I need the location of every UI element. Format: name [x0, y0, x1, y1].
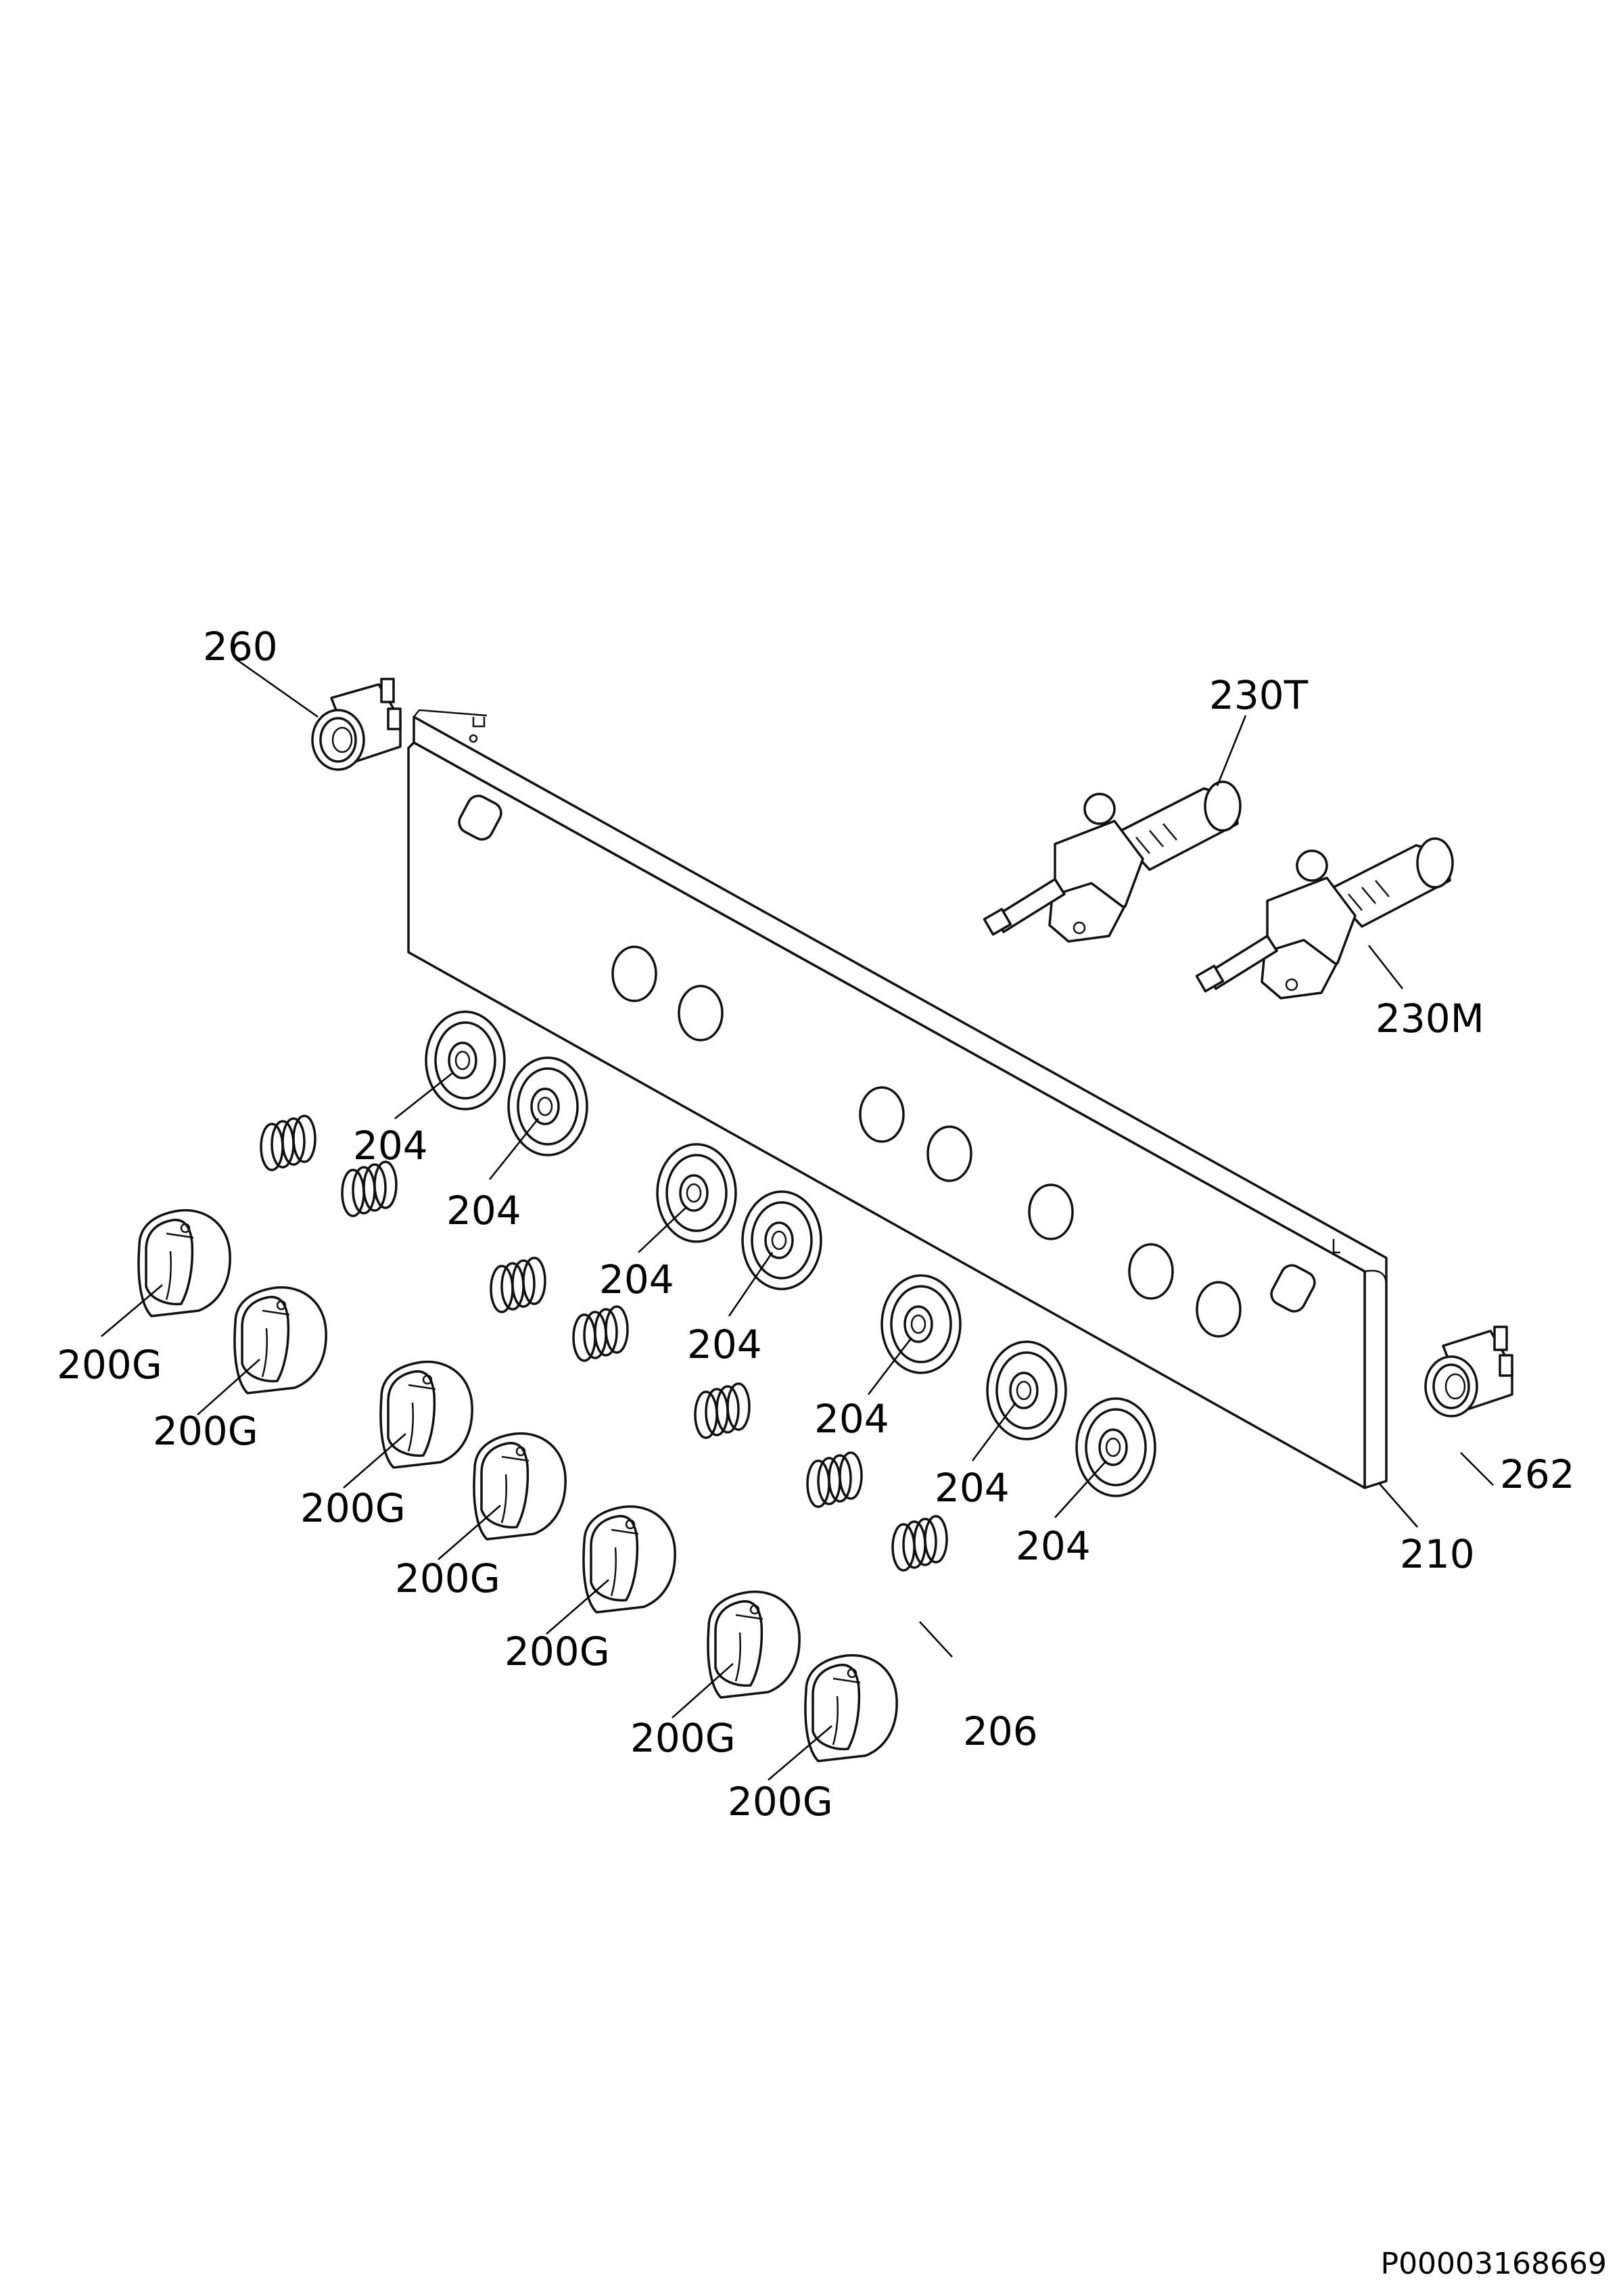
part-labels: 260 230T 230M 262 210 206 204 204 204 20…	[57, 624, 1575, 1825]
knob	[582, 1505, 676, 1614]
leader-lines	[101, 657, 1494, 1781]
knob	[473, 1432, 567, 1541]
gas-valve-top	[983, 780, 1242, 943]
bezel	[880, 1274, 962, 1374]
spring	[806, 1451, 863, 1508]
label-200G: 200G	[504, 1629, 610, 1674]
label-206: 206	[963, 1708, 1038, 1754]
indicator-lamp-left	[311, 678, 402, 771]
spring	[341, 1161, 398, 1217]
label-204: 204	[599, 1257, 674, 1303]
bezel	[656, 1143, 737, 1243]
bezel	[425, 1010, 506, 1110]
label-230M: 230M	[1375, 995, 1484, 1041]
document-id: P00003168669	[1380, 2247, 1607, 2281]
spring	[260, 1115, 316, 1171]
knob	[233, 1286, 327, 1395]
label-200G: 200G	[630, 1715, 736, 1761]
label-204: 204	[1016, 1523, 1091, 1569]
knob	[379, 1360, 473, 1469]
bezel	[741, 1190, 822, 1290]
spring	[694, 1382, 751, 1439]
label-204: 204	[687, 1321, 762, 1367]
indicator-lamp-right	[1424, 1326, 1513, 1418]
gas-valve-mid	[1195, 837, 1454, 1000]
knob	[707, 1590, 801, 1699]
control-panel	[407, 709, 1388, 1489]
knob	[137, 1209, 231, 1317]
label-262: 262	[1500, 1451, 1575, 1497]
label-200G: 200G	[153, 1408, 258, 1454]
label-204: 204	[935, 1465, 1010, 1511]
spring	[891, 1515, 948, 1572]
spring	[490, 1257, 546, 1313]
label-210: 210	[1400, 1531, 1475, 1577]
label-200G: 200G	[57, 1342, 162, 1388]
spring	[572, 1305, 629, 1362]
label-200G: 200G	[300, 1485, 406, 1531]
label-204: 204	[814, 1396, 889, 1442]
label-200G: 200G	[728, 1779, 833, 1825]
label-204: 204	[353, 1123, 428, 1169]
knob-group	[137, 1209, 898, 1762]
label-230T: 230T	[1209, 672, 1309, 718]
label-204: 204	[446, 1188, 521, 1234]
spring-group	[260, 1115, 948, 1572]
label-200G: 200G	[395, 1555, 500, 1601]
bezel-group	[425, 1010, 1156, 1497]
label-260: 260	[203, 624, 278, 670]
knob	[804, 1654, 898, 1762]
